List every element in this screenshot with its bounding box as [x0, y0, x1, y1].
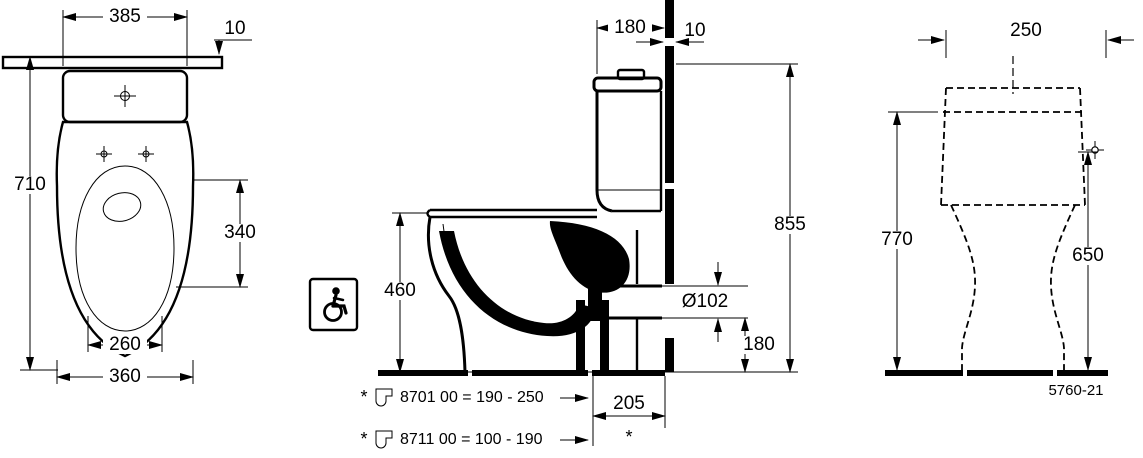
center-target-icon — [114, 85, 136, 107]
dimension-340: 340 — [176, 179, 262, 288]
bowl-front-profile — [426, 216, 467, 373]
dimension-value: 460 — [384, 280, 416, 301]
footnote-1: * 8701 00 = 190 - 250 — [360, 387, 589, 407]
dimension-text-bg — [103, 8, 147, 26]
dimension-text-bg — [103, 336, 147, 354]
dimension-text-bg — [1066, 247, 1110, 265]
dimension-text-bg — [608, 19, 652, 37]
rear-outline — [940, 87, 1086, 370]
dimension-650: 650 — [1066, 151, 1110, 371]
dimension-value: Ø102 — [682, 291, 728, 312]
dimension-value: 770 — [881, 229, 913, 250]
dimension-value: 710 — [14, 174, 46, 195]
drop-pipe-wall — [600, 300, 609, 372]
dimension-710: 710 — [8, 56, 58, 371]
dimension-text-bg — [378, 282, 422, 300]
dimension-value: 360 — [109, 366, 141, 387]
dimension-180-top: 180 — [596, 17, 665, 74]
cistern-front — [595, 91, 613, 213]
dimension-770: 770 — [875, 111, 938, 371]
dimension-text-bg — [875, 231, 919, 249]
seat-opening-outline — [75, 165, 175, 332]
cistern-lid — [592, 76, 663, 93]
footnote-text: 8711 00 = 100 - 190 — [400, 431, 543, 448]
hinge-hole-target-icon — [96, 146, 112, 162]
side-view: 180 10 855 460 Ø102 — [308, 0, 812, 449]
footnote-text: 8701 00 = 190 - 250 — [400, 389, 544, 406]
pipe-joint — [588, 283, 602, 321]
dimension-value: 340 — [224, 222, 256, 243]
dimension-text-bg — [678, 293, 732, 311]
dimension-value: 205 — [613, 393, 645, 414]
bowl-outline-top — [55, 120, 195, 358]
wall-plate-outline — [1, 55, 224, 70]
dimension-855: 855 — [676, 63, 812, 373]
dimension-250: 250 — [918, 20, 1134, 58]
floor-section-rear — [885, 370, 1108, 376]
dimension-10-top: 10 — [214, 18, 252, 55]
drop-pipe-wall — [576, 300, 585, 372]
trap-outline-top — [102, 192, 142, 222]
dimension-text-bg — [768, 216, 812, 234]
offset-connector-icon — [375, 430, 393, 449]
dimension-260: 260 — [87, 316, 163, 355]
top-view: 385 10 710 340 260 — [1, 6, 262, 387]
variable-dim-mark: * — [625, 427, 632, 447]
rear-view: 250 770 650 5760-21 — [875, 20, 1134, 399]
supply-target-icon — [1086, 141, 1104, 159]
dimension-text-bg — [8, 176, 52, 194]
dimension-10-wall: 10 — [636, 20, 706, 46]
model-number: 5760-21 — [1048, 382, 1103, 399]
footnote-mark: * — [360, 429, 367, 449]
dimension-value: 855 — [774, 214, 806, 235]
dimension-value: 180 — [614, 17, 646, 38]
footnote-mark: * — [360, 387, 367, 407]
dimension-text-bg — [103, 368, 147, 386]
dimension-value: 250 — [1010, 20, 1042, 41]
dimension-value: 10 — [684, 20, 705, 41]
dimension-outlet-diameter: Ø102 — [650, 262, 748, 342]
cistern-side — [592, 68, 663, 213]
dimension-value: 385 — [109, 6, 141, 27]
dimension-text-bg — [737, 336, 781, 354]
footnote-2: * 8711 00 = 100 - 190 — [360, 429, 589, 449]
offset-connector-icon — [375, 388, 393, 407]
dimension-value: 180 — [743, 334, 775, 355]
dimension-text-bg — [218, 224, 262, 242]
dimension-value: 10 — [224, 18, 245, 39]
hinge-hole-target-icon — [138, 146, 154, 162]
dimension-360: 360 — [56, 360, 194, 387]
dimension-205: 205 * — [592, 376, 666, 447]
wheelchair-icon — [308, 277, 359, 332]
dimension-385: 385 — [62, 6, 188, 66]
outlet-pipe — [576, 283, 662, 372]
dimension-value: 260 — [109, 334, 141, 355]
wall-section — [665, 0, 674, 372]
dimension-180-outlet: 180 — [737, 317, 781, 373]
rim-section-fill — [549, 221, 630, 293]
floor-section — [378, 370, 798, 376]
dimension-460: 460 — [378, 212, 428, 373]
dimension-value: 650 — [1072, 245, 1104, 266]
